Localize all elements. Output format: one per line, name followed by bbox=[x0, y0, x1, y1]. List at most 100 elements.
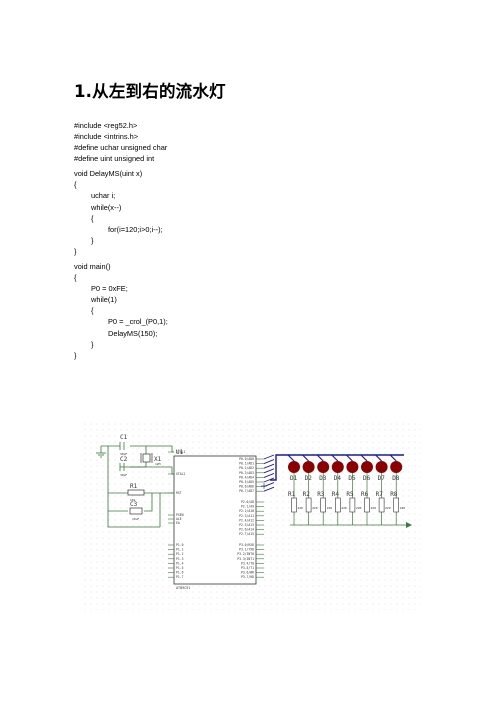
resistor-value: 220 bbox=[371, 506, 377, 510]
chip-pin-left: ALE bbox=[176, 517, 182, 521]
chip-pin-left: XTAL2 bbox=[176, 472, 185, 476]
bus-entry bbox=[263, 454, 275, 460]
x1-label: X1 bbox=[154, 456, 162, 463]
chip-pin-left: EA bbox=[176, 521, 180, 525]
chip-pin-left: P1.6 bbox=[176, 571, 184, 575]
code-line: DelayMS(150); bbox=[108, 328, 158, 338]
chip-pin-right: P0.0/AD0 bbox=[239, 457, 254, 461]
chip-label: U1 bbox=[176, 449, 184, 456]
ground-arrow-icon bbox=[406, 522, 412, 528]
resistor-4 bbox=[335, 497, 341, 513]
led-2 bbox=[302, 461, 315, 473]
chip-pin-right: P3.5/T1 bbox=[241, 566, 254, 570]
code-line: } bbox=[91, 339, 94, 349]
led-3 bbox=[317, 461, 330, 473]
led-5 bbox=[346, 461, 359, 473]
code-line: uchar i; bbox=[91, 191, 116, 201]
resistor-3 bbox=[320, 497, 326, 513]
code-line: for(i=120;i>0;i--); bbox=[108, 224, 163, 234]
resistor-value: 220 bbox=[356, 506, 362, 510]
bus-branch bbox=[331, 454, 339, 462]
code-listing: #include <reg52.h>#include <intrins.h>#d… bbox=[74, 120, 168, 361]
chip-pin-right: P0.6/AD6 bbox=[239, 485, 254, 489]
code-line: void main() bbox=[74, 261, 111, 271]
bus-entry bbox=[263, 472, 275, 478]
bus-branch bbox=[375, 454, 383, 462]
chip-pin-left: PSEN bbox=[176, 513, 184, 517]
r1-label: R1 bbox=[130, 483, 138, 490]
c1-label: C1 bbox=[120, 434, 128, 441]
chip-pin-left: P1.2 bbox=[176, 552, 184, 556]
resistor-value: 220 bbox=[298, 506, 304, 510]
resistor-label: R8 bbox=[390, 491, 398, 498]
code-line: { bbox=[74, 273, 77, 283]
chip-pin-right: P3.0/RXD bbox=[239, 543, 254, 547]
chip-pin-right: P2.0/A8 bbox=[241, 500, 254, 504]
code-line: void DelayMS(uint x) bbox=[74, 169, 143, 179]
bus-branch bbox=[360, 454, 368, 462]
chip-pin-left: XTAL1 bbox=[176, 450, 185, 454]
resistor-label: R6 bbox=[361, 491, 369, 498]
c3-label: C3 bbox=[130, 501, 138, 508]
bus-branch bbox=[345, 454, 353, 462]
resistor-value: 220 bbox=[385, 506, 391, 510]
c3-value: 10uF bbox=[132, 517, 139, 521]
chip-pin-right: P2.5/A13 bbox=[239, 523, 254, 527]
bus-entry bbox=[263, 477, 275, 483]
chip-pin-left: P1.4 bbox=[176, 561, 184, 565]
ground-icon bbox=[96, 446, 106, 458]
resistor-r1 bbox=[127, 489, 145, 496]
bus-entry bbox=[263, 459, 275, 465]
code-line: while(1) bbox=[91, 295, 117, 305]
resistor-label: R1 bbox=[288, 491, 296, 498]
resistor-6 bbox=[364, 497, 370, 513]
code-line: { bbox=[74, 180, 77, 190]
code-line: #define uint unsigned int bbox=[74, 154, 155, 164]
chip-pin-right: P3.6/WR bbox=[241, 571, 254, 575]
crosshair-icon bbox=[261, 483, 267, 489]
code-line: #define uchar unsigned char bbox=[74, 143, 168, 153]
code-line: } bbox=[74, 350, 77, 360]
chip-pin-left: RST bbox=[176, 491, 182, 495]
chip-pin-right: P2.7/A15 bbox=[239, 532, 254, 536]
bus-lines bbox=[270, 454, 404, 481]
chip-part: AT89C51 bbox=[176, 586, 190, 590]
chip-pin-left: P1.7 bbox=[176, 575, 184, 579]
bus-branch bbox=[316, 454, 324, 462]
resistor-value: 220 bbox=[400, 506, 406, 510]
bus-entry bbox=[263, 463, 275, 469]
bus-branch bbox=[287, 454, 295, 462]
chip-pin-right: P3.7/RD bbox=[241, 575, 254, 579]
resistor-1 bbox=[291, 497, 297, 513]
resistor-value: 220 bbox=[312, 506, 318, 510]
code-line: P0 = _crol_(P0,1); bbox=[108, 317, 168, 327]
capacitor-c1 bbox=[119, 442, 125, 450]
code-line: while(x--) bbox=[91, 202, 122, 212]
code-line: { bbox=[91, 306, 94, 316]
chip-pin-right: P3.2/INT0 bbox=[237, 552, 254, 556]
x1-value: 12M bbox=[155, 462, 161, 466]
code-line: } bbox=[74, 246, 77, 256]
code-line: { bbox=[91, 213, 94, 223]
chip-pin-right: P0.1/AD1 bbox=[239, 462, 254, 466]
resistor-7 bbox=[378, 497, 385, 513]
resistor-5 bbox=[349, 497, 356, 513]
r1-value: 10k bbox=[130, 498, 136, 502]
chip-pin-left: P1.1 bbox=[176, 548, 184, 552]
chip-at89c51 bbox=[173, 455, 257, 585]
capacitor-c3 bbox=[129, 507, 143, 515]
bus-branch bbox=[302, 454, 310, 462]
chip-pin-right: P2.1/A9 bbox=[241, 505, 254, 509]
bus-entry bbox=[263, 486, 275, 492]
chip-pin-right: P0.5/AD5 bbox=[239, 480, 254, 484]
code-line: } bbox=[91, 235, 94, 245]
chip-pin-right: P3.3/INT1 bbox=[237, 557, 254, 561]
code-line: P0 = 0xFE; bbox=[91, 284, 128, 294]
resistor-label: R2 bbox=[303, 491, 311, 498]
chip-pin-left: P1.5 bbox=[176, 566, 184, 570]
led-6 bbox=[361, 461, 373, 473]
resistor-value: 220 bbox=[341, 506, 347, 510]
resistor-8 bbox=[393, 497, 400, 513]
chip-pin-right: P2.4/A12 bbox=[239, 518, 254, 522]
chip-pin-left: P1.0 bbox=[176, 543, 184, 547]
